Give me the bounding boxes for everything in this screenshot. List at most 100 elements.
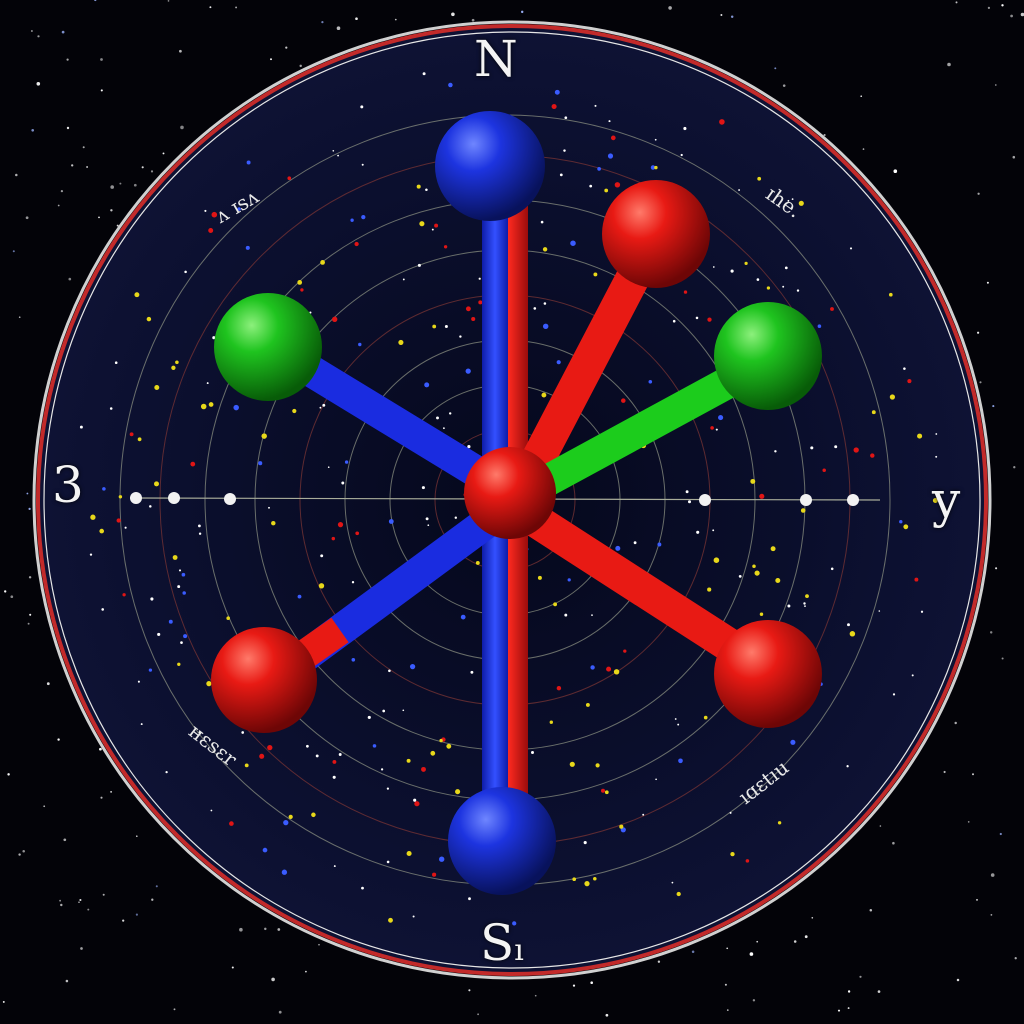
- dial-star: [787, 199, 790, 202]
- dial-star: [541, 392, 547, 398]
- background-star: [943, 770, 946, 774]
- dial-star: [759, 493, 765, 499]
- dial-star: [184, 270, 187, 274]
- background-star: [955, 1, 958, 4]
- dial-star: [341, 481, 345, 485]
- background-star: [99, 747, 102, 751]
- background-star: [572, 984, 576, 987]
- dial-star: [597, 167, 601, 171]
- background-star: [468, 989, 471, 992]
- background-star: [793, 940, 797, 943]
- background-star: [318, 943, 320, 946]
- dial-star: [318, 583, 325, 589]
- dial-star: [380, 768, 384, 771]
- background-star: [119, 182, 122, 185]
- background-star: [94, 0, 97, 2]
- background-star: [977, 192, 980, 195]
- background-star: [947, 62, 951, 67]
- background-star: [4, 590, 7, 593]
- dial-star: [543, 302, 547, 305]
- dial-star: [118, 495, 123, 499]
- dial-star: [621, 398, 626, 403]
- axis-bead: [847, 494, 859, 506]
- dial-star: [297, 280, 303, 285]
- dial-star: [756, 278, 760, 281]
- dial-star: [713, 557, 720, 563]
- southeast-atom: [714, 620, 822, 728]
- background-star: [847, 990, 851, 993]
- south-letter: S: [480, 914, 515, 972]
- dial-star: [590, 665, 595, 670]
- axis-bead: [699, 494, 711, 506]
- background-star: [37, 35, 40, 38]
- background-star: [27, 622, 30, 625]
- background-star: [967, 821, 970, 823]
- dial-star: [564, 116, 568, 120]
- background-star: [43, 805, 46, 808]
- dial-star: [470, 670, 474, 674]
- dial-star: [439, 738, 443, 743]
- dial-star: [233, 404, 239, 411]
- background-star: [18, 853, 21, 856]
- dial-star: [79, 425, 83, 429]
- dial-star: [604, 790, 609, 795]
- dial-star: [465, 368, 471, 374]
- dial-star: [332, 775, 336, 779]
- background-star: [209, 6, 212, 9]
- dial-star: [465, 306, 471, 312]
- dial-star: [198, 524, 201, 528]
- dial-star: [707, 587, 712, 592]
- dial-star: [683, 126, 687, 131]
- dial-star: [388, 669, 391, 673]
- dial-star: [137, 437, 142, 442]
- dial-star: [683, 290, 688, 294]
- background-star: [231, 966, 234, 969]
- background-star: [847, 1007, 850, 1010]
- dial-star: [770, 546, 776, 552]
- dial-star: [564, 613, 568, 617]
- dial-star: [414, 801, 420, 807]
- dial-star: [554, 89, 560, 95]
- dial-star: [551, 103, 557, 110]
- background-star: [752, 999, 756, 1002]
- dial-star: [338, 753, 342, 756]
- dial-star: [259, 753, 265, 759]
- background-star: [79, 898, 82, 902]
- dial-star: [315, 754, 319, 758]
- dial-star: [351, 658, 356, 662]
- background-star: [78, 901, 80, 904]
- background-star: [36, 82, 41, 86]
- dial-star: [688, 500, 691, 504]
- dial-star: [655, 778, 657, 781]
- background-star: [28, 507, 31, 511]
- dial-star: [619, 824, 624, 829]
- background-star: [136, 835, 138, 837]
- dial-star: [382, 709, 386, 713]
- background-star: [82, 146, 85, 149]
- dial-star: [425, 188, 428, 192]
- dial-star: [680, 153, 683, 157]
- background-star: [31, 128, 35, 132]
- dial-star: [320, 260, 325, 265]
- dial-star: [406, 850, 412, 857]
- dial-star: [388, 519, 394, 524]
- background-star: [167, 0, 170, 2]
- dial-star: [569, 761, 575, 767]
- dial-star: [446, 743, 452, 749]
- background-star: [285, 46, 288, 49]
- background-star: [155, 885, 158, 888]
- dial-star: [372, 744, 377, 748]
- dial-star: [730, 851, 735, 857]
- dial-star: [810, 446, 814, 450]
- background-star: [100, 89, 103, 92]
- dial-star: [208, 228, 214, 233]
- background-star: [110, 791, 112, 793]
- background-star: [122, 919, 125, 922]
- dial-star: [311, 812, 316, 818]
- background-star: [162, 152, 165, 155]
- background-star: [150, 170, 154, 173]
- background-star: [823, 133, 826, 137]
- dial-star: [600, 788, 606, 793]
- dial-star: [431, 228, 434, 231]
- dial-star: [333, 865, 336, 868]
